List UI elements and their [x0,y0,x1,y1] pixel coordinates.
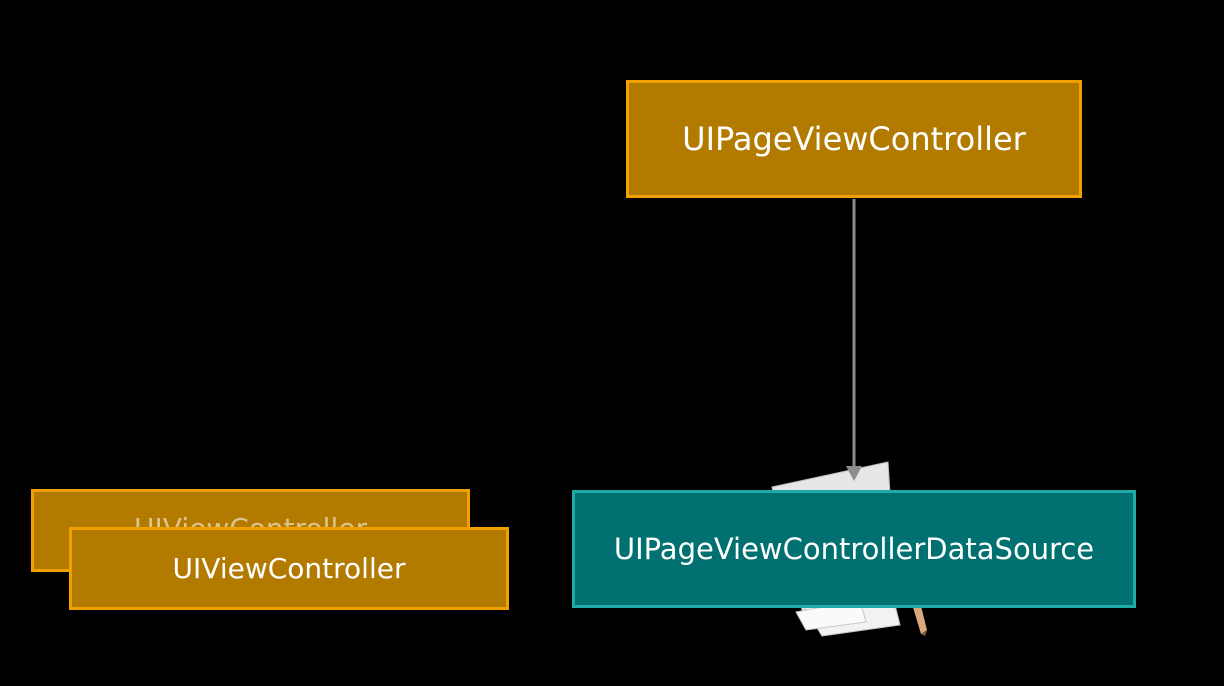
node-page-view-controller: UIPageViewController [626,80,1082,198]
pencil-icon [912,602,927,636]
node-label: UIPageViewController [682,120,1026,158]
connector-arrowhead [846,466,862,481]
node-label: UIViewController [172,552,406,585]
node-data-source: UIPageViewControllerDataSource [572,490,1136,608]
node-label: UIPageViewControllerDataSource [613,532,1095,566]
node-view-controller-front: UIViewController [69,527,509,610]
